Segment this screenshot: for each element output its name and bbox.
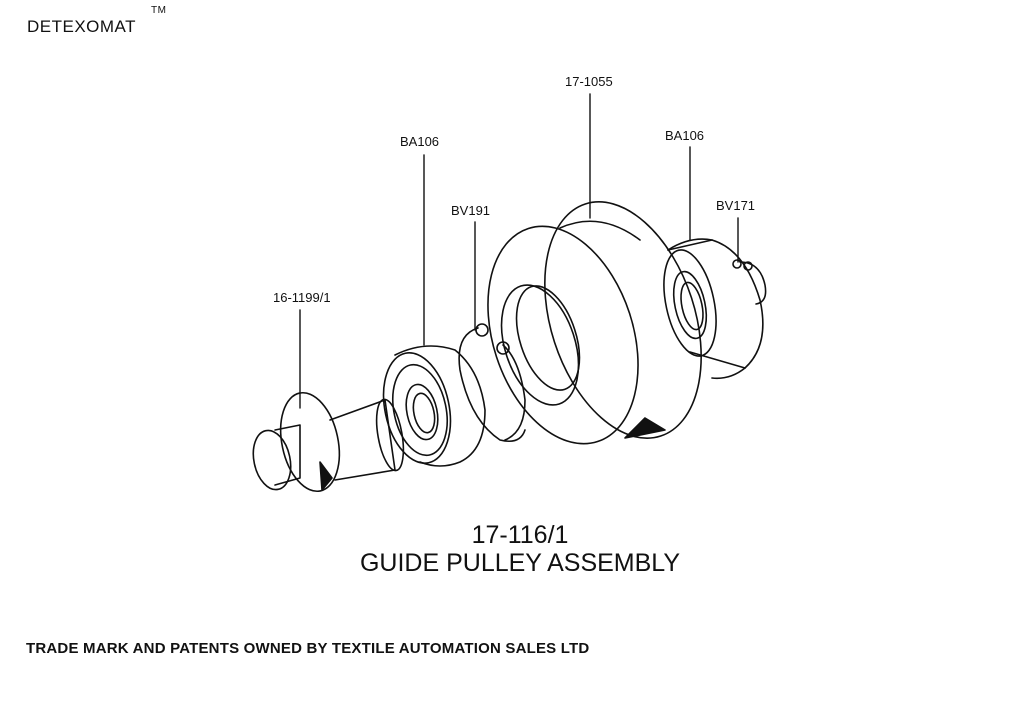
assembly-title: GUIDE PULLEY ASSEMBLY [359,549,681,577]
spindle-16-1199-1 [252,391,405,493]
brand-name: DETEXOMAT [27,17,137,36]
part-label-ba106-right: BA106 [665,128,705,143]
part-label-17-1055: 17-1055 [565,74,613,89]
circlip-bv171 [732,259,767,305]
brand-logo: DETEXOMAT TM [27,5,166,37]
part-label-bv171: BV171 [716,198,756,213]
assembly-part-number: 17-116/1 [471,521,569,549]
circlip-bv191 [458,323,526,443]
bearing-right [663,238,764,380]
bearing-left [382,345,486,467]
trademark-notice: TRADE MARK AND PATENTS OWNED BY TEXTILE … [26,640,590,657]
part-label-bv191: BV191 [451,203,491,218]
leader-lines [299,93,739,409]
pulley-17-1055 [487,201,702,445]
part-label-ba106-left: BA106 [400,134,440,149]
trademark-symbol: TM [151,5,167,16]
part-label-16-1199-1: 16-1199/1 [273,290,331,305]
